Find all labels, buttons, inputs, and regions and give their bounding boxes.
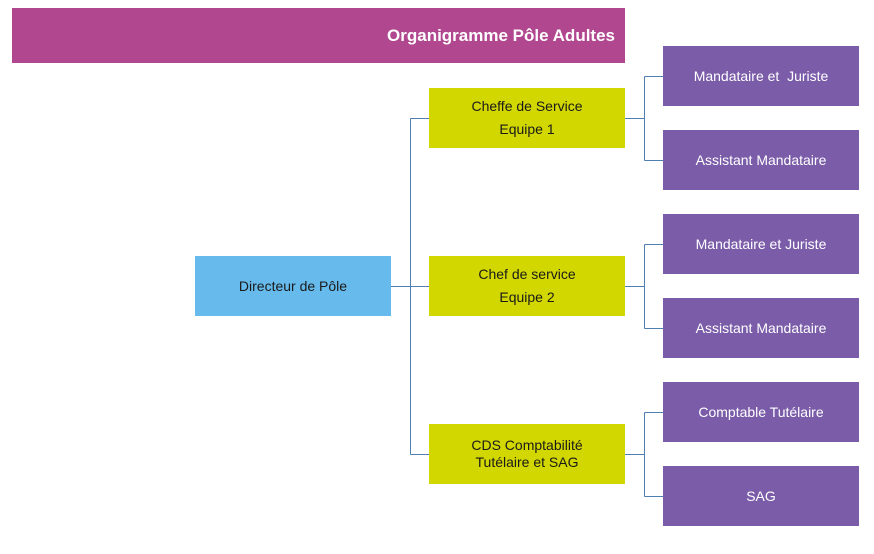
chief-box-team-3: CDS Comptabilité Tutélaire et SAG: [429, 424, 625, 484]
page-title: Organigramme Pôle Adultes: [387, 25, 615, 45]
staff-box-team-2-role-1: Mandataire et Juriste: [663, 214, 859, 274]
staff-box-team-3-role-1: Comptable Tutélaire: [663, 382, 859, 442]
chief-team: Equipe 2: [499, 289, 555, 305]
chief-team: Tutélaire et SAG: [475, 454, 579, 470]
staff-label: SAG: [746, 487, 776, 504]
staff-label: Assistant Mandataire: [695, 151, 827, 168]
chief-box-team-1: Cheffe de Service Equipe 1: [429, 88, 625, 148]
director-box: Directeur de Pôle: [195, 256, 391, 316]
chief-title: CDS Comptabilité: [471, 437, 583, 454]
chief-title: Chef de service: [478, 266, 576, 283]
chief-team: Equipe 1: [499, 121, 555, 137]
chief-box-team-2: Chef de service Equipe 2: [429, 256, 625, 316]
director-label: Directeur de Pôle: [238, 277, 348, 294]
staff-label: Comptable Tutélaire: [698, 403, 824, 420]
chief-title: Cheffe de Service: [471, 98, 583, 115]
staff-label: Assistant Mandataire: [695, 319, 827, 336]
staff-label: Mandataire et Juriste: [693, 67, 829, 84]
staff-box-team-2-role-2: Assistant Mandataire: [663, 298, 859, 358]
staff-box-team-3-role-2: SAG: [663, 466, 859, 526]
staff-box-team-1-role-1: Mandataire et Juriste: [663, 46, 859, 106]
staff-box-team-1-role-2: Assistant Mandataire: [663, 130, 859, 190]
staff-label: Mandataire et Juriste: [695, 235, 827, 252]
title-banner: Organigramme Pôle Adultes: [12, 8, 625, 63]
